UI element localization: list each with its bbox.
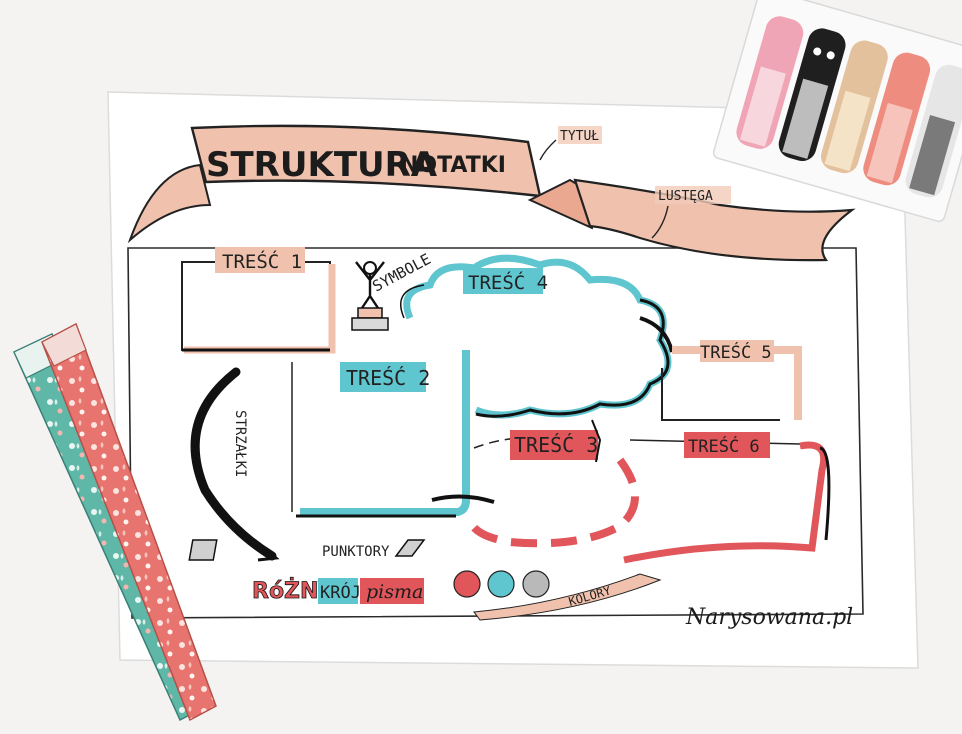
font-sample-2: KRÓJ [320, 581, 361, 603]
gray-swatch-icon [523, 571, 549, 597]
content-label-5: TREŚĆ 5 [700, 341, 772, 363]
title-sub: NOTATKI [400, 153, 506, 178]
content-label-6: TREŚĆ 6 [688, 435, 760, 457]
teal-swatch-icon [488, 571, 514, 597]
arrows-label: STRZAŁKI [232, 410, 248, 477]
content-label-1: TREŚĆ 1 [222, 249, 302, 273]
bullets-label: PUNKTORY [322, 544, 390, 560]
label-title: TYTUŁ [560, 129, 599, 144]
font-sample-3: pisma [366, 581, 423, 603]
content-label-2: TREŚĆ 2 [346, 366, 430, 390]
fonts-row: RóŻNY KRÓJ pisma [252, 578, 424, 604]
label-ribbon: LUSTĘGA [658, 189, 713, 204]
coral-swatch-icon [454, 571, 480, 597]
bullet-box-icon [189, 540, 217, 560]
signature: Narysowana.pl [685, 605, 853, 630]
content-label-4: TREŚĆ 4 [468, 270, 548, 294]
content-label-3: TREŚĆ 3 [514, 433, 598, 457]
